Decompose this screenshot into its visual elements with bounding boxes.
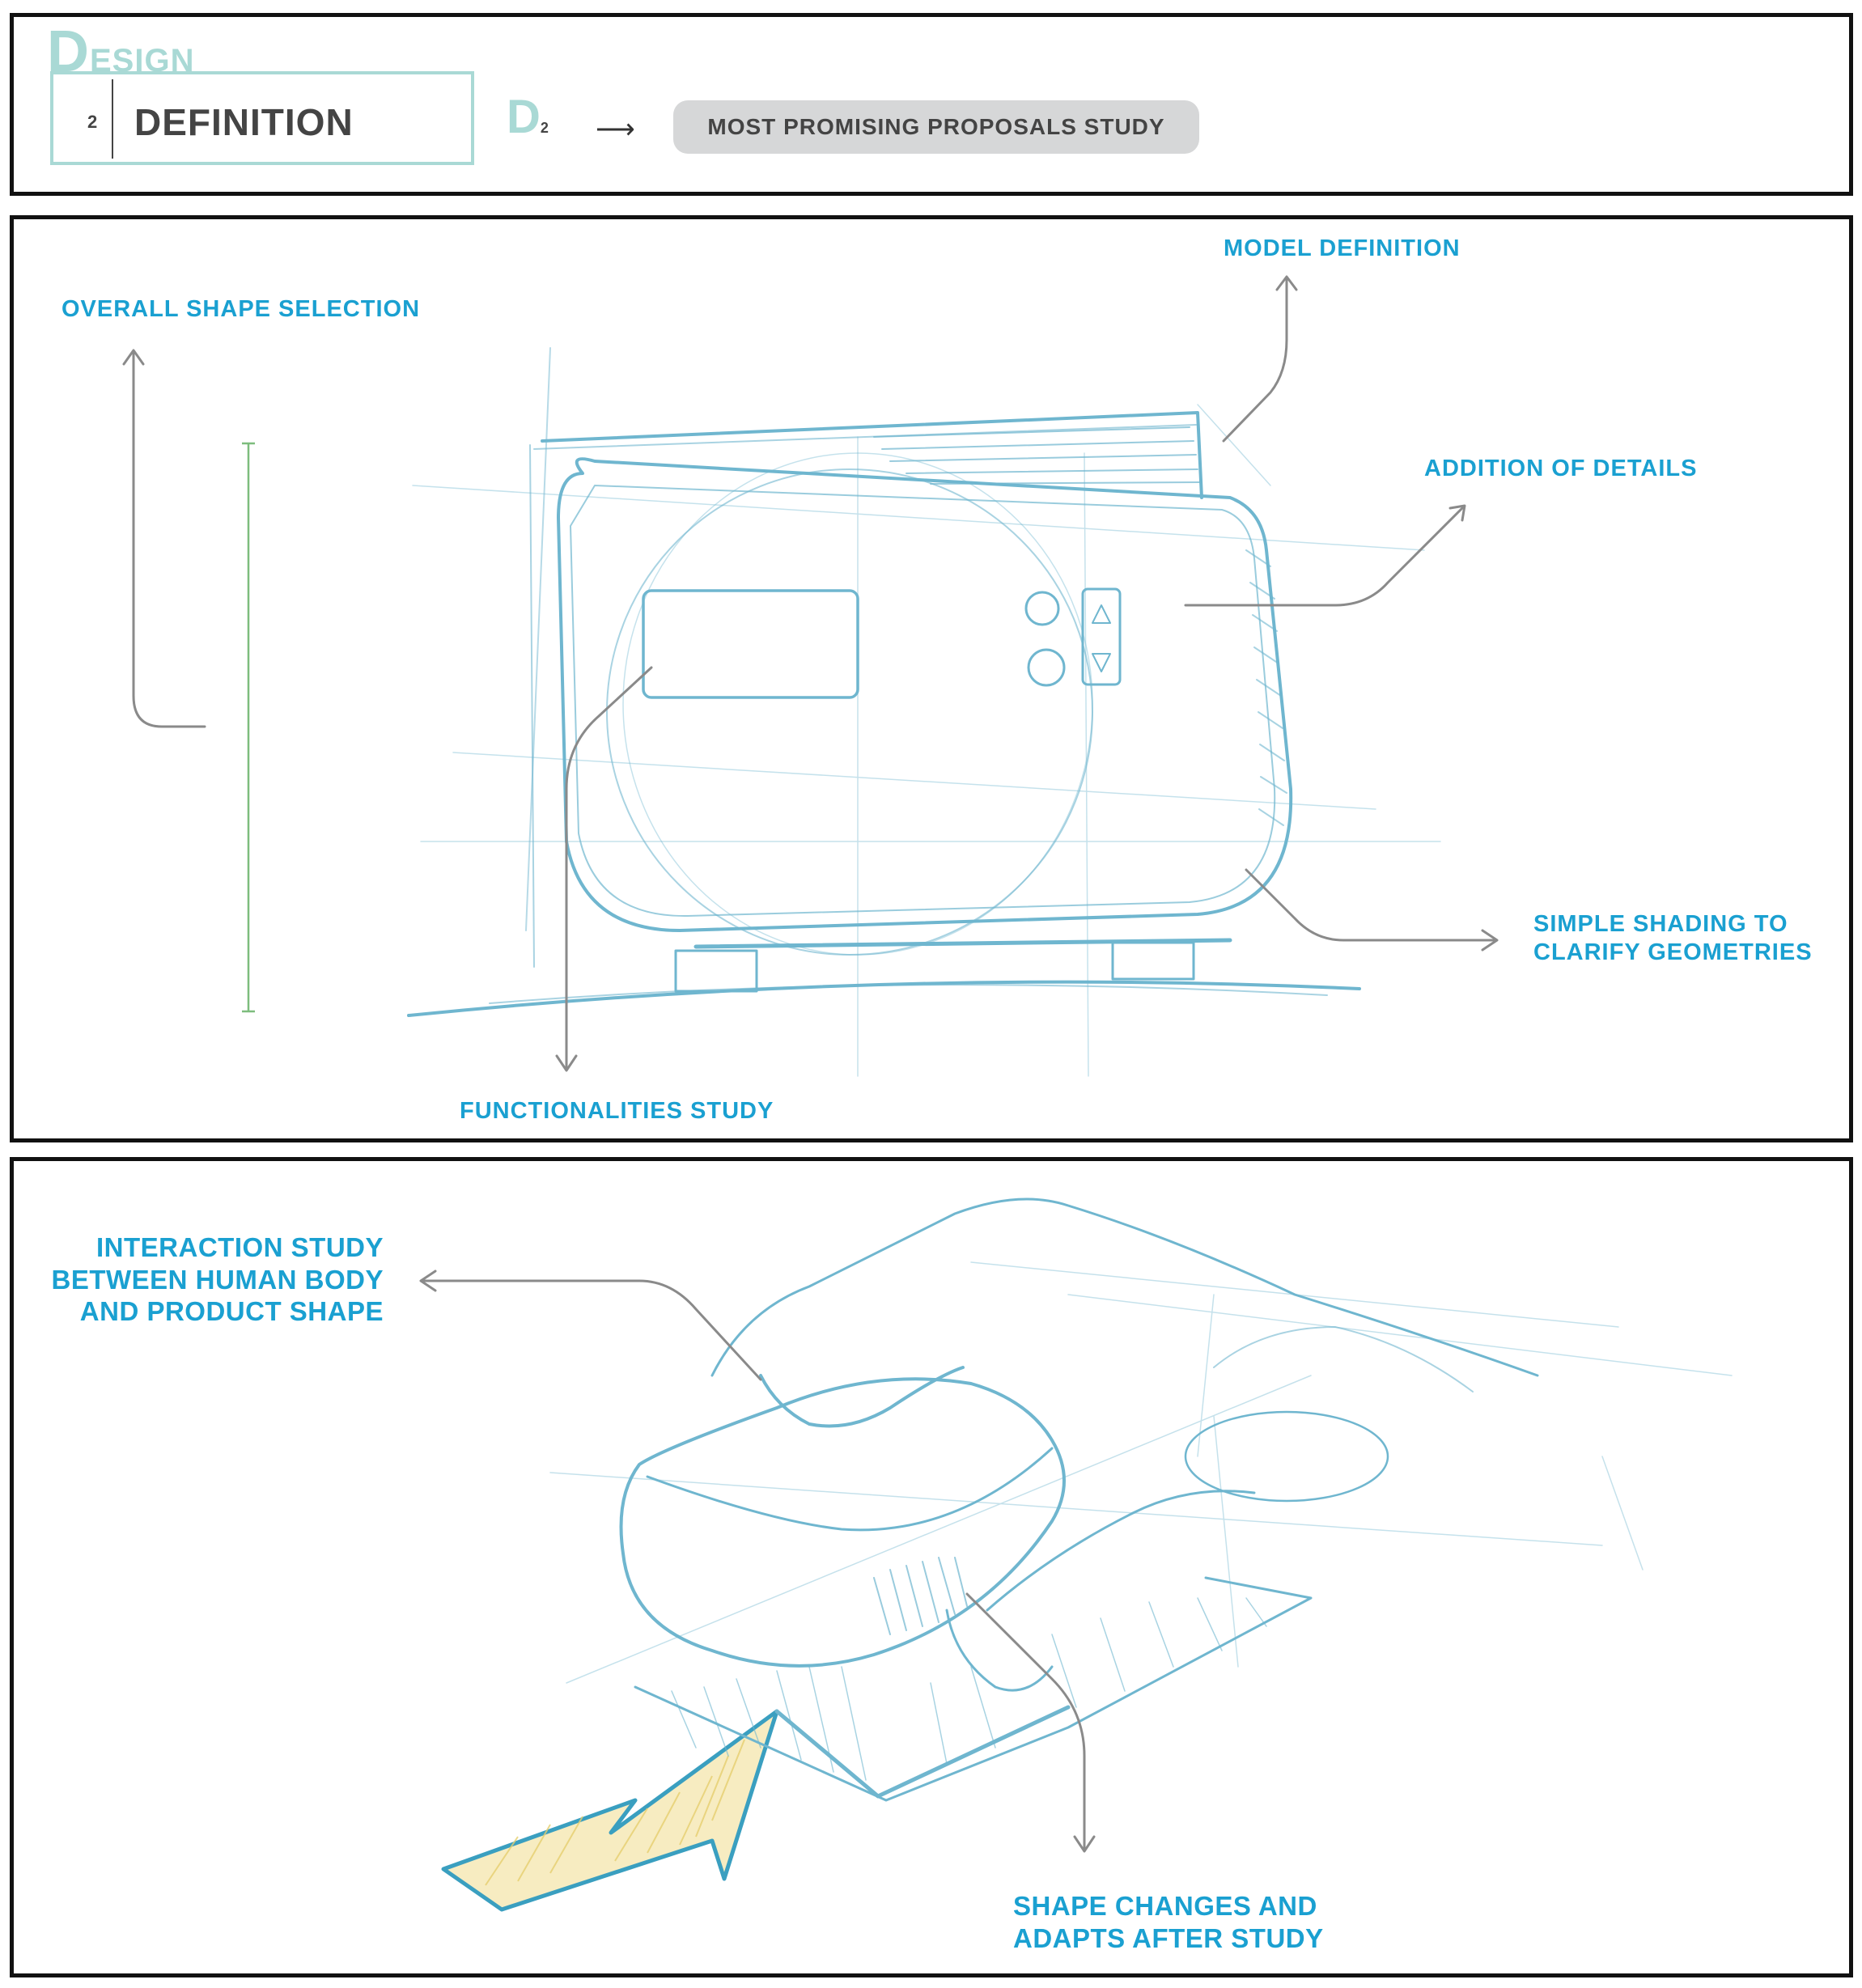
study-pill: MOST PROMISING PROPOSALS STUDY — [673, 100, 1199, 154]
sketch-panel-device — [10, 215, 1853, 1142]
range-bar — [242, 442, 255, 1013]
device-back-edge-2 — [525, 347, 551, 931]
device-foot-right — [1111, 941, 1195, 981]
device-screen — [642, 589, 859, 699]
mouse-body — [619, 1377, 1066, 1668]
header-arrow-icon: ⟶ — [596, 114, 635, 145]
label-shading: SIMPLE SHADING TO CLARIFY GEOMETRIES — [1533, 910, 1813, 967]
label-interaction-line3: AND PRODUCT SHAPE — [79, 1296, 384, 1327]
hand-construction — [549, 1261, 1733, 1684]
device-arrow-buttons — [1081, 587, 1122, 686]
arrow-overall-shape-head — [122, 349, 145, 366]
device-top-edge-2 — [533, 424, 1197, 450]
arrow-shape-changes-head — [1073, 1835, 1096, 1853]
label-shape-changes: SHAPE CHANGES AND ADAPTS AFTER STUDY — [1013, 1890, 1324, 1954]
device-button-top — [1024, 591, 1060, 626]
down-arrow-icon — [1092, 653, 1111, 672]
hand-outline — [710, 1197, 1539, 1377]
hand-wrist — [986, 1490, 1256, 1612]
label-overall-shape: OVERALL SHAPE SELECTION — [62, 296, 421, 322]
label-shape-changes-line1: SHAPE CHANGES AND — [1013, 1891, 1317, 1921]
hand-palm — [1184, 1410, 1389, 1503]
arrow-addition-details — [1184, 506, 1465, 607]
top-hatching — [873, 426, 1200, 485]
arrow-addition-details-head — [1448, 504, 1466, 522]
hand-fingers — [1213, 1326, 1474, 1392]
label-shape-changes-line2: ADAPTS AFTER STUDY — [1013, 1922, 1324, 1953]
phase-letter: D — [507, 91, 541, 143]
mouse-pad — [634, 1576, 1313, 1802]
step-title: DEFINITION — [134, 101, 354, 143]
hand-thumb — [759, 1366, 965, 1428]
phase-number: 2 — [540, 120, 549, 136]
ground-line-2 — [489, 984, 1328, 1004]
pad-hatching — [671, 1597, 1267, 1781]
device-base — [693, 938, 1232, 949]
mouse-top — [646, 1447, 1054, 1532]
device-body-outline-2 — [570, 485, 1276, 918]
label-interaction: INTERACTION STUDY BETWEEN HUMAN BODY AND… — [37, 1231, 384, 1328]
device-button-bottom — [1027, 648, 1066, 687]
device-circle — [606, 468, 1093, 956]
side-hatching — [1245, 549, 1287, 826]
arrow-functionalities — [565, 666, 653, 1070]
hand-pinky — [945, 1609, 1054, 1692]
label-interaction-line1: INTERACTION STUDY — [96, 1232, 384, 1262]
label-interaction-line2: BETWEEN HUMAN BODY — [51, 1264, 384, 1295]
label-functionalities: FUNCTIONALITIES STUDY — [460, 1098, 774, 1124]
label-shading-line1: SIMPLE SHADING TO — [1533, 911, 1788, 937]
arrow-shading-head — [1481, 929, 1499, 952]
step-divider — [112, 79, 113, 159]
mouse-hatching — [873, 1557, 968, 1635]
arrow-overall-shape — [132, 350, 206, 728]
arrow-shape-changes — [965, 1592, 1086, 1850]
step-number: 2 — [87, 112, 98, 132]
yellow-arrow-hatching — [485, 1739, 745, 1886]
label-addition-details: ADDITION OF DETAILS — [1424, 456, 1698, 481]
up-arrow-icon — [1092, 604, 1111, 624]
label-shading-line2: CLARIFY GEOMETRIES — [1533, 939, 1813, 965]
sketch-panel-interaction — [10, 1157, 1853, 1977]
construction-lines — [412, 404, 1441, 1077]
step-box — [50, 71, 474, 165]
arrow-model-definition-head — [1275, 275, 1298, 291]
arrow-shading — [1245, 868, 1497, 942]
yellow-arrow — [441, 1709, 779, 1912]
phase-code: D2 — [507, 94, 549, 141]
arrow-interaction — [421, 1279, 762, 1381]
arrow-functionalities-head — [555, 1054, 578, 1072]
mouse-pad-edge — [774, 1705, 1071, 1799]
device-top-edge — [541, 411, 1203, 499]
label-model-definition: MODEL DEFINITION — [1224, 235, 1461, 261]
device-circle-2 — [622, 452, 1093, 956]
device-back-edge — [529, 444, 535, 968]
arrow-model-definition — [1222, 278, 1288, 443]
arrow-interaction-head — [419, 1270, 437, 1292]
